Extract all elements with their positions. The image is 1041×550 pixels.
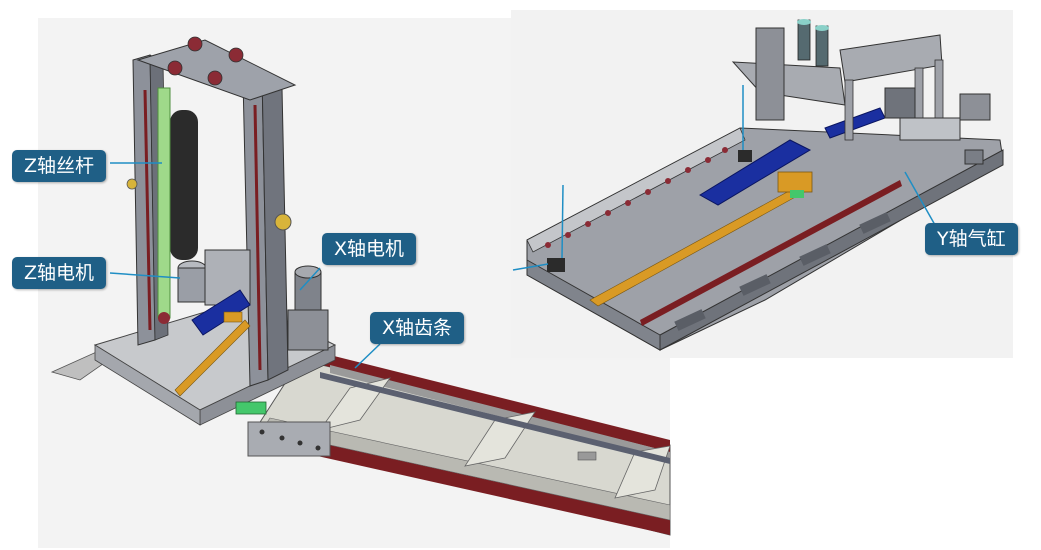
x-axis-motor (287, 265, 329, 351)
y-axis-module (526, 19, 1004, 351)
z-axis-lead-screw (157, 87, 171, 324)
label-z-axis-motor: Z轴电机 (12, 257, 107, 289)
x-axis-rack (320, 372, 670, 464)
label-y-axis-cylinder: Y轴气缸 (925, 223, 1018, 255)
callout-leaders (109, 85, 936, 369)
label-x-axis-rack: X轴齿条 (370, 312, 465, 344)
z-axis-motor (174, 249, 251, 397)
label-z-axis-screw: Z轴丝杆 (12, 150, 107, 182)
label-x-axis-motor: X轴电机 (322, 233, 417, 265)
